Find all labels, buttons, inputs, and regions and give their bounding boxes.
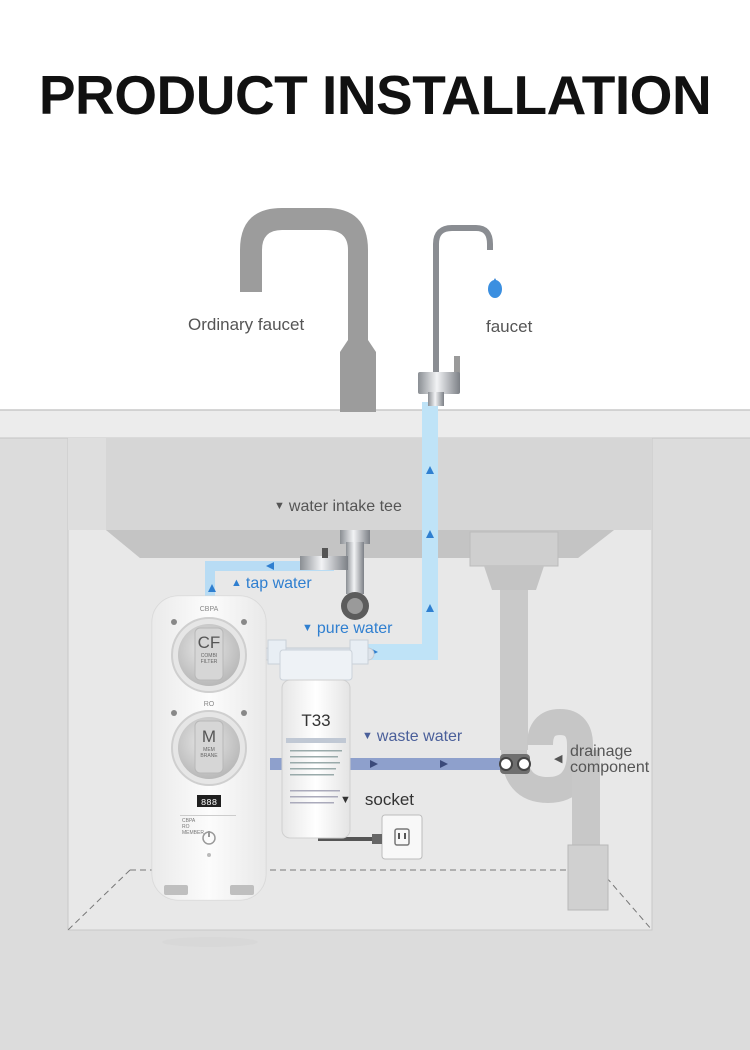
- socket-icon: [318, 814, 423, 860]
- drain-clamp: [499, 754, 531, 774]
- status-item: RO: [182, 824, 190, 830]
- pure-water-line: [364, 402, 438, 660]
- status-item: CBPA: [182, 818, 196, 824]
- ordinary-faucet-label: Ordinary faucet: [188, 315, 305, 334]
- drain-pipe: [469, 531, 609, 911]
- drainage-label-line2: component: [570, 759, 650, 776]
- filter1-big-label: CF: [198, 633, 221, 652]
- socket-callout: ▼ socket: [340, 791, 414, 808]
- filter1-small-label-2: FILTER: [201, 659, 218, 665]
- purifier-display: 888: [201, 798, 217, 808]
- triangle-down-icon: ▼: [340, 794, 351, 806]
- triangle-left-icon: ◀: [554, 753, 563, 765]
- waste-water-arrows: [370, 760, 448, 768]
- purifier-top-label: CBPA: [200, 606, 219, 613]
- water-intake-tee-label: water intake tee: [288, 498, 402, 515]
- filter2-big-label: M: [202, 727, 216, 746]
- faucet-label: faucet: [486, 317, 533, 336]
- pre-filter: [261, 639, 375, 839]
- tap-water-callout: ▲tap water: [231, 576, 312, 592]
- drainage-callout: ◀ drainage component: [554, 744, 649, 776]
- purifier-unit: [151, 595, 267, 947]
- triangle-up-icon: ▲: [231, 577, 242, 589]
- triangle-down-icon: ▼: [362, 730, 373, 742]
- filter2-small-label-2: BRANE: [200, 753, 218, 759]
- ordinary-faucet: [240, 208, 376, 412]
- prefilter-model: T33: [301, 711, 330, 730]
- purifier-faucet: [418, 225, 502, 406]
- water-intake-tee-callout: ▼water intake tee: [274, 499, 402, 515]
- filter2-small-label-1: MEM: [203, 747, 215, 753]
- pure-water-callout: ▼pure water: [302, 621, 392, 637]
- page-title: PRODUCT INSTALLATION: [38, 64, 712, 126]
- tap-water-arrows: [208, 562, 274, 592]
- waste-water-label: waste water: [376, 728, 463, 745]
- drainage-label-line1: drainage: [570, 743, 633, 760]
- triangle-down-icon: ▼: [302, 622, 313, 634]
- filter1-small-label-1: COMBI: [201, 653, 217, 659]
- triangle-down-icon: ▼: [274, 500, 285, 512]
- waste-water-callout: ▼waste water: [362, 729, 462, 745]
- status-item: MEMBER: [182, 830, 204, 836]
- water-intake-tee: [300, 530, 370, 620]
- pure-water-label: pure water: [316, 620, 393, 637]
- purifier-mid-label: RO: [204, 701, 215, 708]
- socket-label: socket: [364, 790, 415, 809]
- tap-water-label: tap water: [245, 575, 312, 592]
